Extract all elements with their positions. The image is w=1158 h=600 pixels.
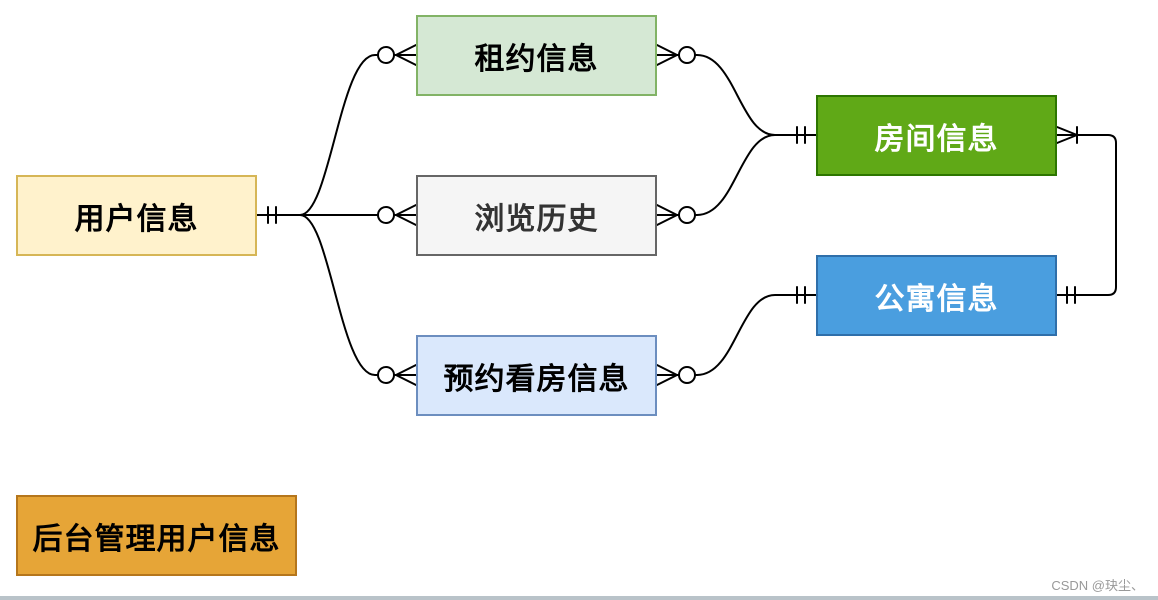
rel-appointment-apartment (656, 286, 817, 386)
entity-admin-user-info[interactable]: 后台管理用户信息 (16, 495, 297, 576)
rel-user-appointment (299, 214, 417, 386)
rel-lease-room (656, 44, 817, 144)
watermark: CSDN @玦尘、 (1051, 578, 1144, 593)
entity-lease-info[interactable]: 租约信息 (416, 15, 657, 96)
entity-room-info[interactable]: 房间信息 (816, 95, 1057, 176)
entity-user-info[interactable]: 用户信息 (16, 175, 257, 256)
rel-history-room (656, 134, 776, 226)
entity-viewing-appointment[interactable]: 预约看房信息 (416, 335, 657, 416)
entity-apartment-info[interactable]: 公寓信息 (816, 255, 1057, 336)
rel-apartment-room (1056, 126, 1117, 304)
rel-user-lease (256, 44, 417, 224)
rel-user-history (299, 204, 417, 226)
bottom-divider (0, 596, 1158, 600)
entity-browse-history[interactable]: 浏览历史 (416, 175, 657, 256)
